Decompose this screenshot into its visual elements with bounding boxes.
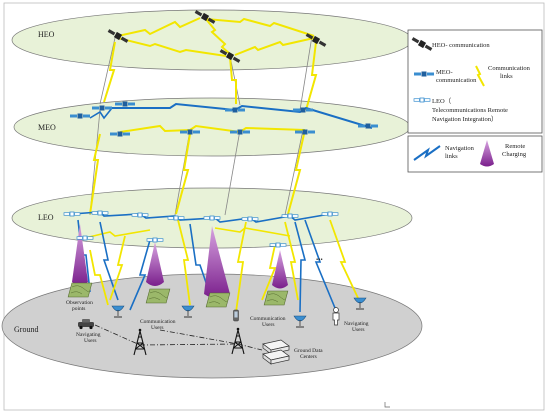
meo-layer-label: MEO bbox=[38, 123, 56, 132]
observation-points-label-line1: Observation bbox=[66, 300, 93, 306]
legend-nav-link-icon bbox=[413, 145, 441, 161]
frame-border bbox=[3, 2, 545, 411]
leo-satellite-icon bbox=[131, 212, 149, 218]
legend-heo-text: HEO- communication bbox=[432, 42, 490, 49]
leo-layer-label: LEO bbox=[38, 213, 54, 222]
nav-users-left-label-line2: Users bbox=[84, 338, 97, 344]
legend-comm-text-line1: Communication bbox=[488, 65, 531, 72]
legend-meo-text-line1: MEO- bbox=[436, 69, 453, 76]
map-icon bbox=[263, 290, 289, 306]
corner-mark bbox=[384, 402, 390, 408]
legend-nav-text-line2: links bbox=[445, 153, 458, 160]
comm-users-left-label-line1: Communication bbox=[140, 319, 176, 325]
car-icon bbox=[78, 319, 94, 330]
legend-satellites: HEO- communication MEO- communication Co… bbox=[407, 29, 543, 134]
leo-satellite-icon bbox=[203, 215, 221, 221]
legend-leo-text-line1: LEO（ bbox=[432, 97, 452, 105]
leo-satellite-icon bbox=[146, 237, 164, 243]
comm-users-right-label-line2: Users bbox=[262, 322, 275, 328]
ground-layer-label: Ground bbox=[14, 325, 38, 334]
legend-comm-text-line2: links bbox=[500, 73, 513, 80]
leo-satellite-icon bbox=[241, 216, 259, 222]
legend-remote-charging-icon bbox=[480, 140, 494, 167]
map-icon bbox=[145, 288, 171, 304]
ground-objects bbox=[67, 282, 367, 365]
person-icon bbox=[332, 307, 340, 326]
legend-leo-icon bbox=[413, 97, 431, 103]
data-centers-label-line1: Ground Data bbox=[294, 348, 323, 354]
leo-satellite-icon bbox=[63, 211, 81, 217]
nav-users-left-label-line1: Navigating bbox=[76, 332, 101, 338]
leo-satellite-icon bbox=[91, 210, 109, 216]
ground-network-lines bbox=[94, 324, 263, 351]
legend-charging-text-line1: Remote bbox=[505, 143, 525, 150]
leo-satellite-icon bbox=[321, 211, 339, 217]
legend-links: Navigation links Remote Charging bbox=[407, 135, 543, 173]
leo-satellite-icon bbox=[269, 242, 287, 248]
leo-satellite-icon bbox=[167, 215, 185, 221]
comm-users-left-label-line2: Users bbox=[151, 325, 164, 331]
data-center-icon bbox=[262, 339, 290, 365]
phone-icon bbox=[233, 309, 239, 322]
heo-comm-links bbox=[103, 17, 318, 111]
legend-charging-text-line2: Charging bbox=[502, 151, 527, 158]
heo-layer-label: HEO bbox=[38, 30, 55, 39]
legend-meo-text-line2: communication bbox=[436, 77, 477, 84]
comm-users-right-label-line1: Communication bbox=[250, 316, 286, 322]
map-icon bbox=[205, 292, 231, 308]
more-satellites-ellipsis: ... bbox=[316, 252, 323, 262]
observation-points-label-line2: points bbox=[72, 306, 85, 312]
legend-leo-text-line2: Telecommunications Remote bbox=[432, 107, 508, 114]
leo-satellite-icon bbox=[76, 235, 94, 241]
legend-nav-text-line1: Navigation bbox=[445, 145, 475, 152]
remote-charging-beams bbox=[72, 224, 288, 299]
leo-satellite-icon bbox=[281, 213, 299, 219]
nav-users-right-label-line2: Users bbox=[352, 327, 365, 333]
legend-leo-text-line3: Navigation Integration） bbox=[432, 115, 498, 123]
nav-users-right-label-line1: Navigating bbox=[344, 321, 369, 327]
meo-leo-comm-links bbox=[89, 133, 305, 215]
legend-comm-link-icon bbox=[475, 65, 485, 87]
data-centers-label-line2: Centers bbox=[300, 354, 317, 360]
observation-map-icon bbox=[67, 282, 93, 298]
